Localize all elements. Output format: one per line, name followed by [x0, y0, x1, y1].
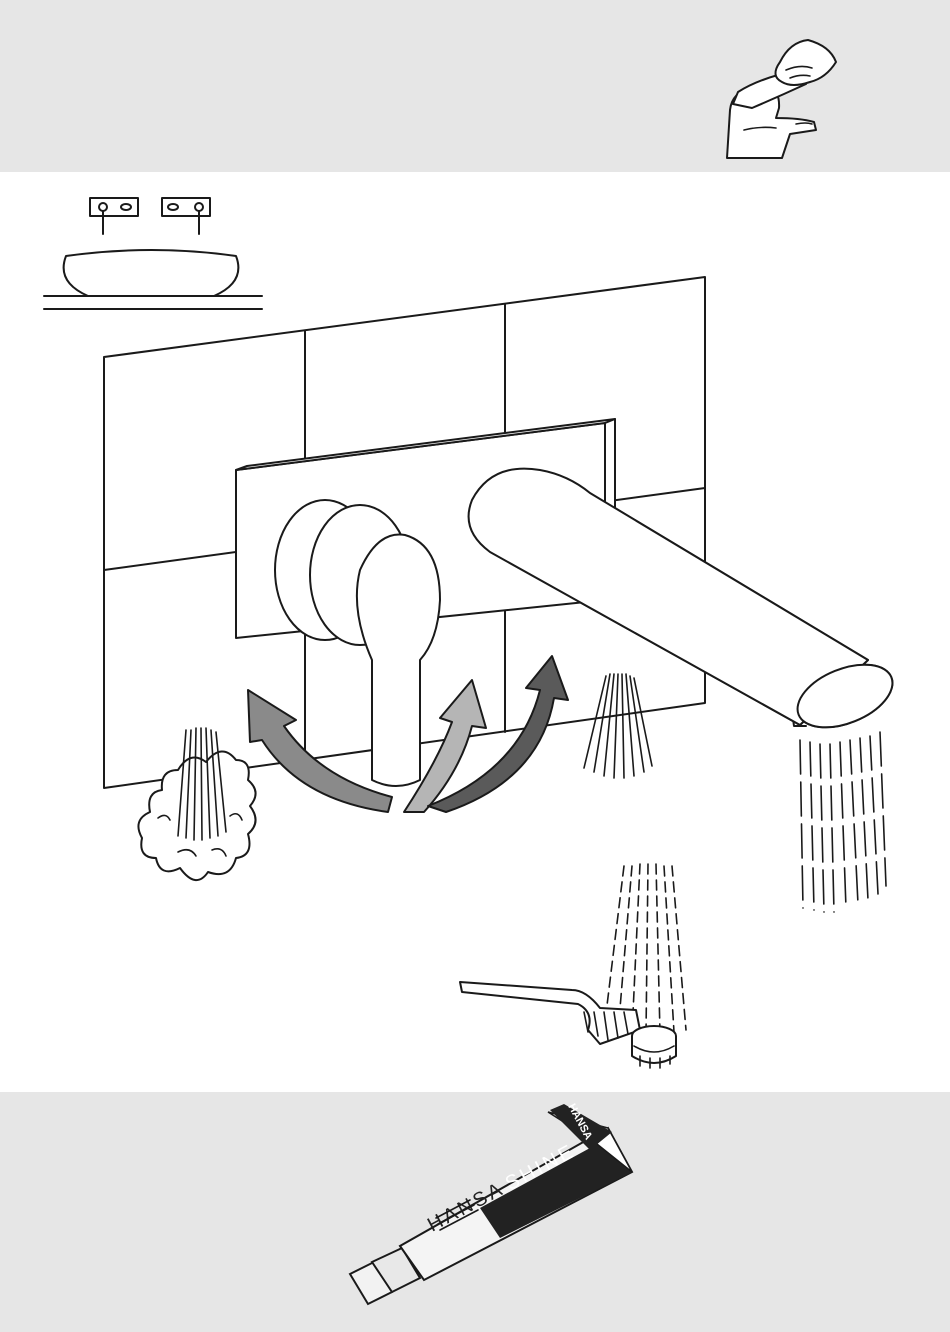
mixer-lever	[275, 500, 440, 786]
basin-layout-icon	[44, 198, 262, 309]
cold-water-icon	[584, 674, 652, 778]
hand-on-faucet-icon	[727, 40, 836, 158]
steam-hot-icon	[138, 728, 255, 880]
hansashine-tube: HANSA SHINE HANSA	[350, 1102, 632, 1304]
water-stream	[800, 732, 886, 912]
aerator-cleaning-icon	[460, 864, 686, 1068]
